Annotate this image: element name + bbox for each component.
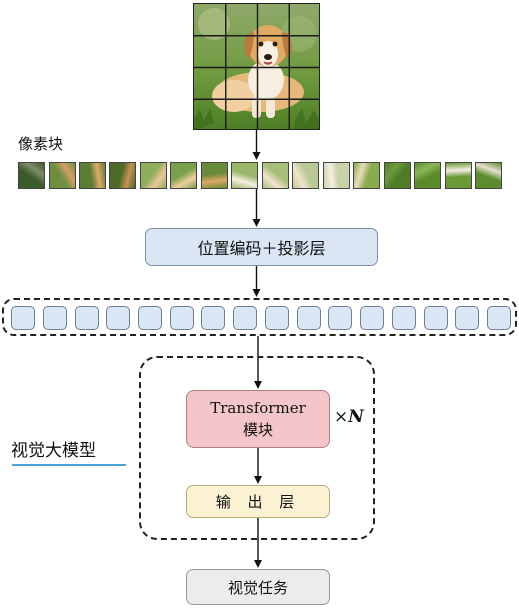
patch-tile [139,162,167,189]
token-box [169,306,194,330]
vision-task-box: 视觉任务 [186,569,330,605]
output-layer-label: 输 出 层 [215,493,301,511]
patch-tile [78,162,106,189]
position-projection-box: 位置编码＋投影层 [145,228,378,266]
transformer-label: Transformer [210,399,306,417]
patch-tile [48,162,76,189]
patch-tile [109,162,137,189]
patch-label: 像素块 [18,135,64,153]
token-box [328,306,353,330]
patch-tile [231,162,259,189]
patch-tile [353,162,381,189]
patch-tile [322,162,350,189]
patch-strip [18,162,502,189]
token-box [391,306,416,330]
token-sequence [2,298,517,336]
token-box [360,306,385,330]
patch-tile [261,162,289,189]
model-frame [139,356,375,540]
transformer-sub-label: 模块 [242,421,273,439]
patch-tile [200,162,228,189]
patch-tile [383,162,411,189]
patch-tile [292,162,320,189]
dog-photo [194,4,319,129]
token-box [42,306,67,330]
position-projection-label: 位置编码＋投影层 [197,239,326,258]
repeat-prefix: × [334,407,349,427]
patch-tile [18,162,45,189]
input-image [193,3,320,130]
token-box [264,306,289,330]
model-label: 视觉大模型 [11,441,96,461]
token-box [201,306,226,330]
token-box [233,306,258,330]
token-box [487,306,511,330]
patch-tile [475,162,502,189]
repeat-symbol: N [348,407,364,427]
token-box [455,306,480,330]
transformer-block: Transformer 模块 [186,390,330,448]
token-box [137,306,162,330]
patch-tile [444,162,472,189]
model-label-underline [12,464,126,466]
output-layer-box: 输 出 层 [186,485,330,518]
patch-tile [414,162,442,189]
token-box [106,306,131,330]
patch-tile [170,162,198,189]
token-box [11,306,35,330]
vision-task-label: 视觉任务 [227,578,288,597]
token-box [423,306,448,330]
token-box [74,306,99,330]
token-box [296,306,321,330]
repeat-marker: ×N [334,407,364,427]
